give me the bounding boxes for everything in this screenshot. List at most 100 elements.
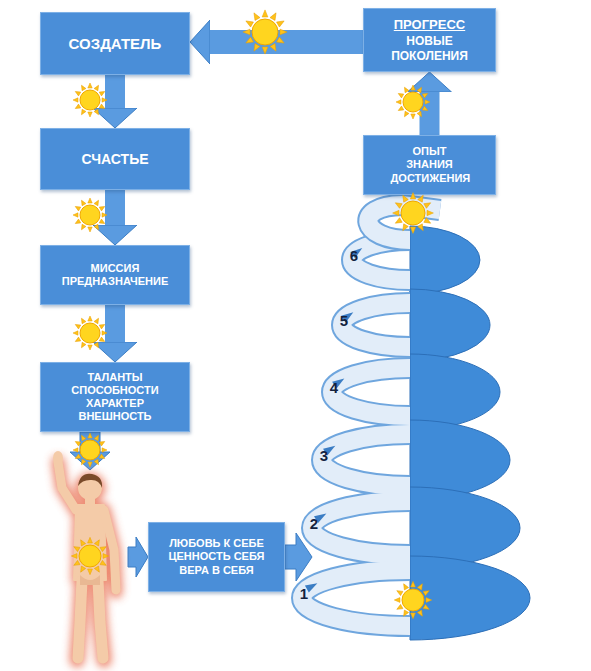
sun-ray [79, 566, 86, 573]
figure-hip [80, 575, 100, 585]
spiral-back-half [410, 556, 530, 640]
flow-arrow [420, 92, 440, 135]
spiral-tube [342, 303, 410, 347]
sun-ray [88, 112, 92, 117]
callout-number: 6 [345, 247, 363, 265]
spiral-back-half [410, 354, 500, 430]
sun-disc [79, 545, 101, 567]
box-text: ПРОГРЕСС [394, 17, 465, 33]
sun-ray [74, 454, 81, 460]
sun-symbol [73, 83, 107, 117]
sun-symbol [394, 581, 431, 618]
box-text: СОЗДАТЕЛЬ [69, 35, 162, 53]
sun-ray [74, 323, 81, 329]
sun-ray [88, 83, 92, 88]
spiral-illustration [302, 205, 530, 640]
sun-ray [74, 440, 81, 446]
sun-ray [94, 459, 100, 466]
figure-body [53, 451, 116, 658]
sun-ray [80, 224, 86, 231]
process-box: СЧАСТЬЕ [40, 128, 190, 190]
callout-number: 4 [325, 379, 343, 397]
sun-symbol [73, 198, 107, 232]
sun-ray [427, 210, 433, 215]
sun-ray [71, 554, 77, 559]
sun-ray [396, 604, 403, 611]
sun-ray [243, 29, 250, 35]
sun-ray [411, 114, 415, 119]
sun-ray [394, 201, 402, 209]
figure-glow [58, 462, 116, 660]
sun-ray [94, 317, 100, 324]
sun-ray [79, 539, 86, 546]
sun-ray [99, 219, 106, 225]
sun-disc [401, 201, 425, 225]
sun-ray [80, 342, 86, 349]
sun-disc [80, 205, 100, 225]
sun-ray [99, 440, 106, 446]
spiral-tube-outline [332, 368, 410, 416]
sun-ray [102, 98, 107, 102]
sun-ray [417, 111, 423, 118]
sun-ray [102, 448, 107, 452]
spiral-tube-outline [312, 501, 410, 555]
sun-ray [270, 11, 279, 20]
spiral-tube [302, 570, 410, 626]
sun-ray [102, 331, 107, 335]
callout-number: 2 [305, 515, 323, 533]
sun-ray [277, 18, 286, 27]
spiral-back-half [410, 289, 490, 361]
sun-ray [80, 109, 86, 116]
sun-symbol [396, 85, 430, 119]
sun-ray [73, 545, 80, 552]
sun-disc [403, 92, 423, 112]
box-text: МИССИЯ ПРЕДНАЗНАЧЕНИЕ [50, 262, 180, 288]
sun-ray [425, 100, 430, 104]
sun-ray [277, 37, 286, 46]
sun-ray [94, 109, 100, 116]
sun-ray [73, 98, 78, 102]
sun-ray [402, 583, 409, 590]
sun-ray [74, 205, 81, 211]
sun-ray [94, 434, 100, 441]
sun-ray [99, 90, 106, 96]
flow-arrow [70, 432, 110, 470]
sun-ray [251, 11, 260, 20]
sun-ray [88, 198, 92, 203]
box-text: ЛЮБОВЬ К СЕБЕ ЦЕННОСТЬ СЕБЯ ВЕРА В СЕБЯ [162, 537, 272, 577]
sun-disc [80, 323, 100, 343]
sun-ray [418, 224, 426, 232]
process-box: ЛЮБОВЬ К СЕБЕ ЦЕННОСТЬ СЕБЯ ВЕРА В СЕБЯ [148, 522, 285, 592]
sun-ray [423, 604, 430, 611]
sun-ray [411, 581, 416, 587]
sun-disc [80, 440, 100, 460]
box-text: ОПЫТ ЗНАНИЯ ДОСТИЖЕНИЯ [391, 145, 469, 185]
sun-symbol [73, 316, 107, 350]
sun-ray [80, 317, 86, 324]
figure-hair [78, 474, 102, 488]
human-figure [53, 451, 116, 660]
sun-ray [94, 224, 100, 231]
flow-arrow [105, 190, 125, 225]
sun-ray [422, 92, 429, 98]
spiral-tube [332, 368, 410, 416]
sun-ray [424, 218, 432, 226]
sun-ray [403, 86, 409, 93]
sun-symbol [71, 537, 108, 574]
sun-ray [73, 560, 80, 567]
sun-ray [394, 598, 400, 603]
sun-ray [80, 199, 86, 206]
sun-ray [393, 210, 399, 215]
sun-ray [401, 194, 409, 202]
sun-ray [94, 566, 101, 573]
sun-ray [99, 205, 106, 211]
sun-ray [397, 106, 404, 112]
sun-ray [280, 29, 287, 35]
spiral-back-half [410, 226, 480, 294]
box-text: НОВЫЕ ПОКОЛЕНИЯ [384, 34, 476, 63]
process-box: ТАЛАНТЫ СПОСОБНОСТИ ХАРАКТЕР ВНЕШНОСТЬ [40, 362, 190, 432]
sun-ray [74, 104, 81, 110]
sun-ray [396, 100, 401, 104]
